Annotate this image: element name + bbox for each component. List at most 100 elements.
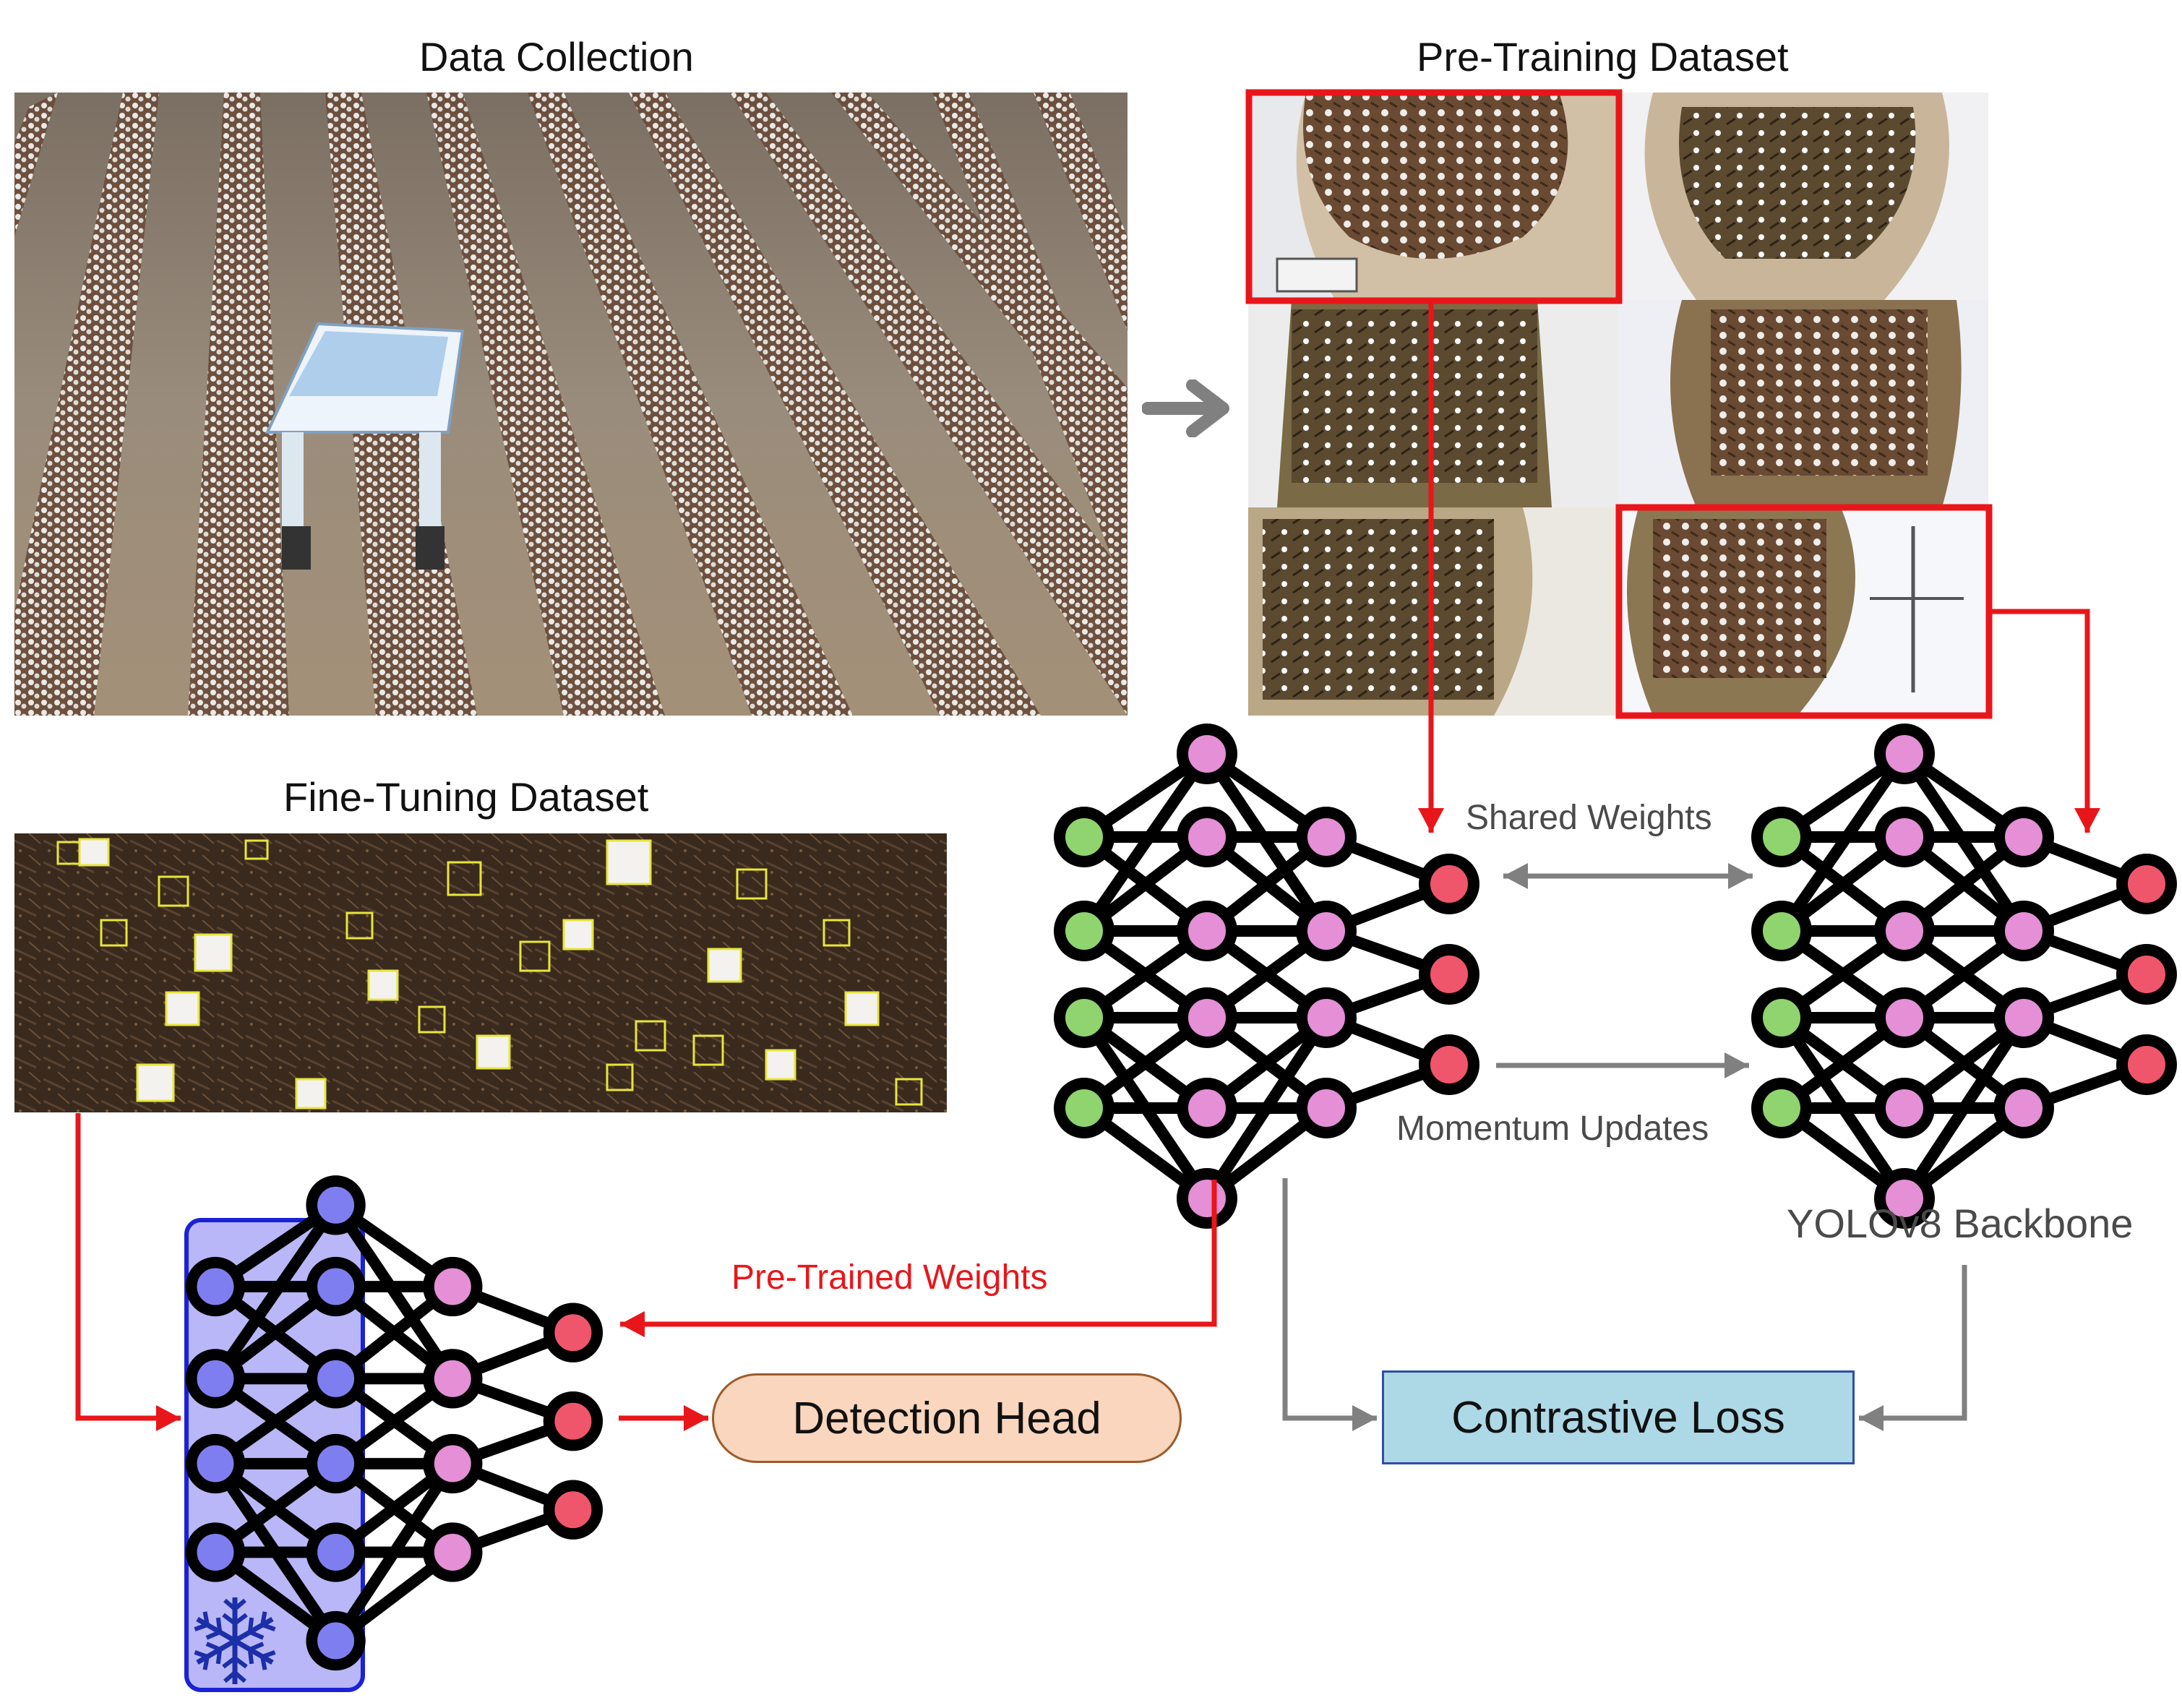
yolov8-backbone-label: YOLOv8 Backbone bbox=[1787, 1201, 2134, 1246]
finetune-data-arrow-head bbox=[156, 1405, 181, 1431]
finetune-network-node bbox=[185, 1433, 246, 1494]
momentum-encoder-network-edge bbox=[1899, 1012, 2029, 1204]
encoder-network-node bbox=[1177, 1078, 1237, 1138]
snowflake-icon bbox=[194, 1597, 276, 1684]
encoder-network-node bbox=[1054, 1078, 1114, 1138]
view1-to-encoder-arrow-head bbox=[1418, 808, 1444, 833]
shared-weights-arrow-left-head bbox=[1503, 863, 1528, 889]
right-arrow-icon bbox=[1142, 379, 1229, 437]
finetune-network-edge bbox=[210, 1199, 342, 1385]
finetuning-dataset-title: Fine-Tuning Dataset bbox=[283, 774, 649, 820]
encoder-network-node bbox=[1296, 807, 1357, 867]
snowflake-tip bbox=[247, 1642, 265, 1665]
momentum-encoder-network-node bbox=[1993, 1078, 2054, 1138]
momentum-encoder-network-node bbox=[2116, 854, 2177, 914]
contrastive-loss-box: Contrastive Loss bbox=[1382, 1370, 1855, 1464]
encoder-to-loss-arrow-head bbox=[1352, 1405, 1377, 1431]
snowflake-tip bbox=[194, 1650, 210, 1670]
momentum-to-loss-arrow bbox=[1859, 1265, 1967, 1421]
encoder-to-loss-arrow bbox=[1282, 1178, 1377, 1421]
momentum-encoder-network-node bbox=[1751, 807, 1812, 867]
snowflake-tip bbox=[247, 1617, 265, 1640]
snowflake-tip bbox=[222, 1655, 248, 1669]
encoder-network-node bbox=[1296, 987, 1357, 1048]
finetune-network-node bbox=[306, 1610, 366, 1671]
finetune-network-node bbox=[306, 1522, 366, 1582]
finetune-network-node bbox=[423, 1349, 483, 1409]
encoder-network-node bbox=[1177, 807, 1237, 867]
momentum-encoder-network-node bbox=[1993, 807, 2054, 867]
snowflake-branch bbox=[222, 1597, 248, 1641]
snowflake-arm bbox=[196, 1616, 236, 1644]
momentum-encoder-network-node bbox=[1874, 901, 1935, 961]
momentum-encoder-network-node bbox=[1874, 807, 1935, 867]
momentum-encoder-network-node bbox=[2116, 1034, 2177, 1095]
snowflake-tip bbox=[222, 1613, 248, 1626]
finetune-network-node bbox=[543, 1303, 604, 1362]
snowflake-tip bbox=[223, 1670, 246, 1683]
pretraining-dataset-title: Pre-Training Dataset bbox=[1417, 34, 1789, 80]
momentum-encoder-network-node bbox=[1993, 901, 2054, 961]
detection-head-box: Detection Head bbox=[712, 1373, 1182, 1463]
view2-to-momentum-arrow bbox=[1989, 609, 2090, 833]
snowflake-tip bbox=[223, 1598, 246, 1612]
momentum-encoder-network-edge bbox=[1776, 748, 1910, 937]
encoder-network-node bbox=[1296, 901, 1357, 961]
finetune-data-arrow bbox=[75, 1113, 181, 1421]
snowflake-tip bbox=[194, 1611, 210, 1631]
snowflake-branch bbox=[233, 1611, 276, 1644]
selected-view-1 bbox=[1245, 89, 1623, 304]
pretrained-weights-arrow-head bbox=[620, 1311, 645, 1337]
momentum-update-arrow-head bbox=[1724, 1052, 1749, 1078]
momentum-encoder-network-node bbox=[1751, 1078, 1812, 1138]
encoder-network-node bbox=[1054, 807, 1114, 867]
momentum-encoder-network-node bbox=[1874, 724, 1935, 784]
finetune-network-node bbox=[306, 1433, 366, 1494]
snowflake-arm bbox=[233, 1638, 274, 1665]
shared-weights-label: Shared Weights bbox=[1466, 799, 1712, 837]
snowflake-arm bbox=[233, 1616, 274, 1644]
pretrained-weights-label: Pre-Trained Weights bbox=[731, 1258, 1048, 1297]
finetune-network-node bbox=[543, 1480, 604, 1540]
finetune-network-node bbox=[423, 1433, 483, 1494]
encoder-network-node bbox=[1296, 1078, 1357, 1138]
field-photo bbox=[14, 93, 1127, 716]
robot-icon bbox=[265, 322, 465, 570]
finetune-network-node bbox=[423, 1256, 483, 1317]
encoder-network-node bbox=[1054, 987, 1114, 1048]
snowflake-branch bbox=[194, 1611, 236, 1644]
snowflake-arm bbox=[196, 1638, 236, 1665]
snowflake-tip bbox=[259, 1650, 276, 1670]
snowflake-branch bbox=[233, 1638, 276, 1670]
finetune-network-node bbox=[306, 1256, 366, 1317]
snowflake-branch bbox=[194, 1638, 236, 1670]
encoder-network-node bbox=[1419, 854, 1479, 914]
momentum-encoder-network-node bbox=[1993, 987, 2054, 1048]
encoder-network-node bbox=[1177, 724, 1237, 784]
encoder-network-node bbox=[1177, 987, 1237, 1048]
encoder-network-edge bbox=[1201, 1012, 1332, 1204]
finetuning-photo bbox=[14, 833, 947, 1112]
momentum-encoder-network-node bbox=[1751, 987, 1812, 1048]
momentum-updates-label: Momentum Updates bbox=[1396, 1110, 1709, 1148]
finetune-network-node bbox=[306, 1175, 366, 1235]
shared-weights-arrow-right-head bbox=[1728, 863, 1753, 889]
momentum-encoder-network-node bbox=[1751, 901, 1812, 961]
encoder-network-node bbox=[1419, 944, 1479, 1005]
encoder-network-node bbox=[1054, 901, 1114, 961]
encoder-network-node bbox=[1177, 901, 1237, 961]
to-detection-head-arrow-head bbox=[684, 1405, 708, 1431]
finetune-network-node bbox=[423, 1522, 483, 1582]
finetune-network-node bbox=[543, 1391, 604, 1451]
encoder-network-node bbox=[1419, 1034, 1479, 1095]
data-collection-title: Data Collection bbox=[419, 34, 694, 80]
momentum-to-loss-arrow-head bbox=[1859, 1405, 1884, 1431]
view2-to-momentum-arrow-head bbox=[2074, 808, 2100, 833]
momentum-encoder-network-node bbox=[2116, 944, 2177, 1005]
snowflake-tip bbox=[205, 1617, 223, 1640]
finetune-network-node bbox=[185, 1349, 246, 1409]
pretrained-weights-arrow bbox=[620, 1180, 1217, 1327]
momentum-encoder-network-node bbox=[1874, 1168, 1935, 1229]
encoder-network-edge bbox=[1078, 748, 1213, 937]
selected-view-2 bbox=[1615, 504, 1993, 719]
